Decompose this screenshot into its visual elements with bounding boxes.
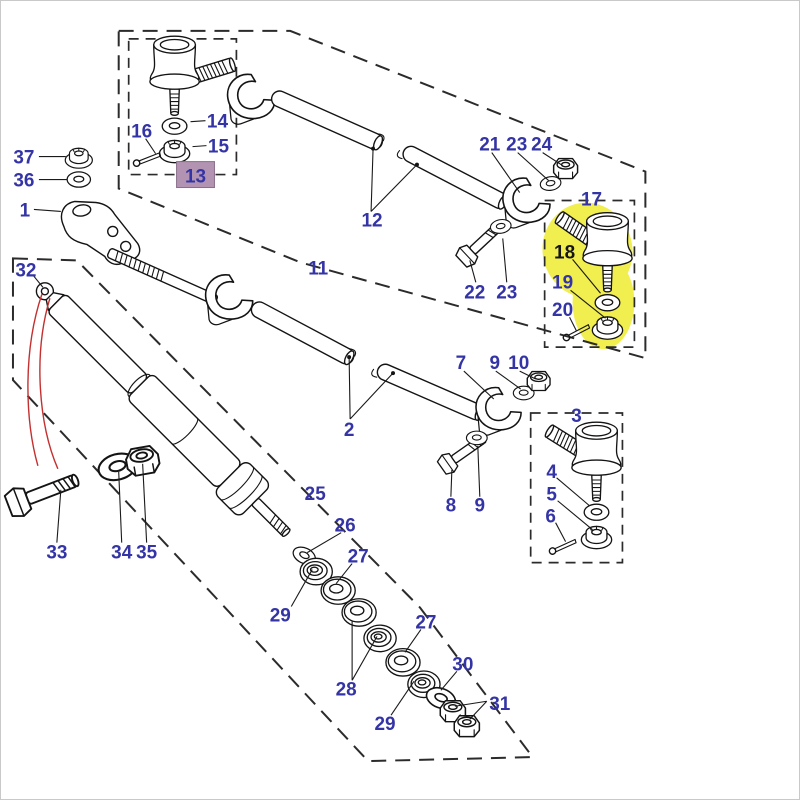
clamp-drawing-top <box>219 67 280 127</box>
bush-28-drawing <box>363 624 397 653</box>
bracket-1-drawing <box>60 200 141 266</box>
callout-34: 34 <box>111 543 133 564</box>
callout-12: 12 <box>362 210 383 231</box>
cup-28-drawing <box>341 598 377 627</box>
clamp-drag-link-drawing <box>198 268 258 328</box>
callout-33: 33 <box>46 543 67 564</box>
callout-17: 17 <box>581 189 602 210</box>
callout-8: 8 <box>446 496 457 517</box>
callout-26: 26 <box>335 516 356 537</box>
callout-7: 7 <box>456 353 467 374</box>
kit-box-3 <box>529 412 624 564</box>
track-rod-tube-12a-drawing <box>270 90 385 151</box>
callout-16: 16 <box>131 122 152 143</box>
callout-36: 36 <box>13 171 34 192</box>
callout-20: 20 <box>552 300 573 321</box>
callout-18: 18 <box>554 242 575 263</box>
callout-23-lower: 23 <box>496 282 517 303</box>
callout-31: 31 <box>489 694 510 715</box>
callout-11: 11 <box>308 258 328 279</box>
callout-19: 19 <box>552 272 573 293</box>
callout-13: 13 <box>185 167 206 188</box>
callout-9-upper: 9 <box>489 353 500 374</box>
callout-4: 4 <box>546 462 557 483</box>
callout-10: 10 <box>508 353 529 374</box>
nut-10-drawing <box>526 370 551 392</box>
bolt-33-drawing <box>2 464 84 521</box>
kit-box-17 <box>543 199 636 348</box>
callout-27-upper: 27 <box>348 547 369 568</box>
callout-2: 2 <box>344 420 355 441</box>
track-rod-assembly-outline <box>117 29 647 360</box>
steering-damper-drawing <box>35 282 291 537</box>
callout-5: 5 <box>546 485 557 506</box>
callout-23-upper: 23 <box>506 135 527 156</box>
callout-22: 22 <box>464 282 485 303</box>
callout-25: 25 <box>305 484 326 505</box>
washer-9-lower-drawing <box>465 430 488 446</box>
locknut-37-drawing <box>64 147 93 169</box>
callout-24: 24 <box>531 135 553 156</box>
callout-15: 15 <box>208 137 229 158</box>
callout-3: 3 <box>571 406 582 427</box>
drag-link-tube-2a-drawing <box>250 301 357 366</box>
callout-14: 14 <box>207 112 229 133</box>
callout-35: 35 <box>136 543 157 564</box>
callout-21: 21 <box>479 135 500 156</box>
callout-1: 1 <box>20 200 31 221</box>
callout-leader-lines <box>33 120 606 720</box>
callout-29-upper: 29 <box>270 605 291 626</box>
callout-32: 32 <box>15 260 36 281</box>
callout-13-highlight-tag <box>176 161 215 189</box>
callout-27-lower: 27 <box>415 612 436 633</box>
drag-link-rod-drawing <box>106 248 219 305</box>
parts-drawings <box>2 36 632 738</box>
nut-31b-drawing <box>453 714 481 738</box>
drag-link-tube-2b-drawing <box>371 363 485 421</box>
callout-30: 30 <box>452 654 473 675</box>
callout-9-lower: 9 <box>475 496 486 517</box>
callout-37: 37 <box>13 148 34 169</box>
callout-labels: 37 36 1 32 16 14 15 13 12 11 21 23 24 17… <box>13 112 602 735</box>
callout-28: 28 <box>336 679 357 700</box>
red-leader-lines <box>27 294 59 470</box>
callout-29-lower: 29 <box>374 714 395 735</box>
damper-assembly-outline <box>11 257 535 763</box>
callout-6: 6 <box>545 507 556 528</box>
cup-27b-drawing <box>385 647 421 677</box>
washer-36-drawing <box>66 171 92 188</box>
